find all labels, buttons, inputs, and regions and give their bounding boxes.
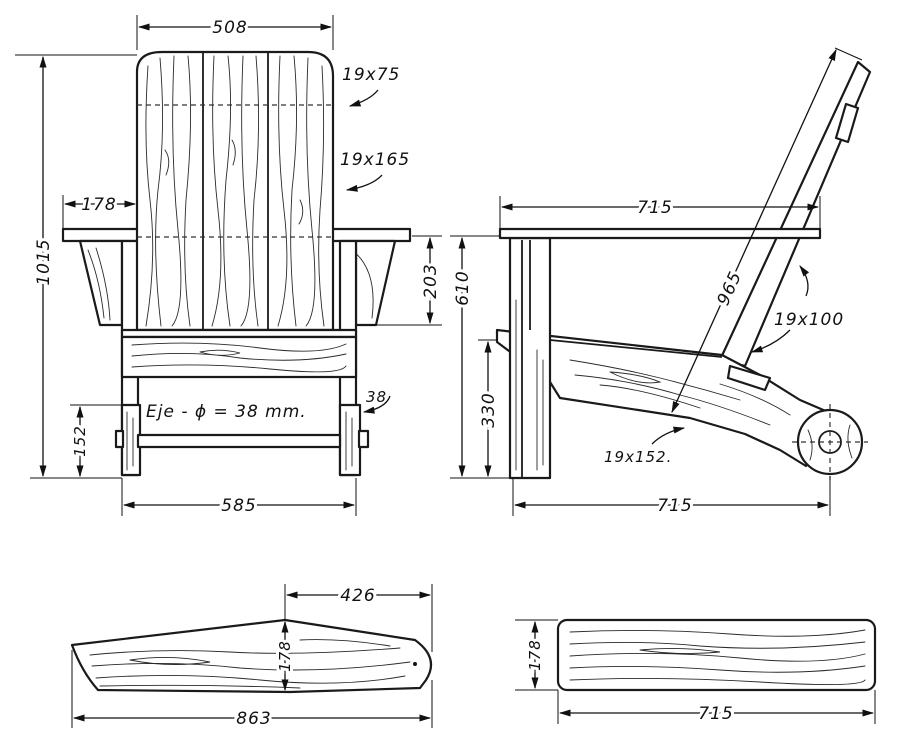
arm-width-label: 178 [276,640,294,672]
leader-arrow [362,395,391,414]
side-arm-plank [498,227,822,240]
backrest-wood-grain [145,55,325,327]
leg-wood-grain [515,299,544,471]
right-arm-bracket [354,239,397,327]
wheel-wood-grain [807,424,853,461]
side-view: 715 965 610 330 19x100 19x152. 715 [450,47,872,519]
back-width-label: 508 [212,18,247,38]
base-length-label: 715 [657,496,692,516]
arm-part-wood-grain [89,639,411,689]
leg-part-wood-grain [569,629,866,686]
total-height-label: 1015 [34,238,54,285]
left-axle-end [114,429,125,449]
wheel-wood-grain [126,411,353,471]
leader-arrow [348,89,379,107]
arm-part-view: 426 178 863 [70,583,433,732]
arm-height-label: 203 [421,263,441,298]
board-narrow-label: 19x75 [342,65,400,85]
axle-note: Eje - ϕ = 38 mm. [146,402,307,422]
backrest [135,50,335,332]
front-view: 508 1015 178 19x75 19x165 203 Eje - ϕ = … [15,15,444,519]
axle-block-label: 38 [366,388,387,406]
seat-front-board [120,335,358,379]
seat-width-label: 585 [221,496,256,516]
arm-overhang-label: 178 [81,195,116,215]
right-wheel-block [338,403,362,477]
leader-arrow [651,426,686,445]
back-length-label: 965 [714,268,747,309]
left-arm-bracket [78,239,124,327]
wheel-height-label: 152 [71,425,89,457]
board-wide-label: 19x165 [340,150,410,170]
tail-length-label: 426 [340,586,375,606]
seat-wood-grain [131,342,347,373]
arm-length-label: 715 [637,198,672,218]
arm-part [70,618,433,694]
arm-length-label: 863 [236,709,271,729]
leg-height-label: 610 [453,270,473,305]
pivot-hole [413,662,417,666]
leader-arrow [799,265,810,297]
leg-part [556,618,877,692]
leg-part-view: 178 715 [515,618,877,727]
slat-label: 19x100 [774,310,844,330]
seat-height-label: 330 [479,392,499,427]
rail-label: 19x152. [604,448,672,466]
leg-width-label: 178 [526,639,544,671]
extension-line [834,47,863,61]
dimension-line [671,48,837,414]
leader-arrow [345,174,383,192]
rear-axle [136,433,342,449]
leader-arrow [750,329,791,353]
backrest-cleat [834,102,860,144]
right-axle-end [357,429,370,449]
leg-length-label: 715 [698,704,733,724]
